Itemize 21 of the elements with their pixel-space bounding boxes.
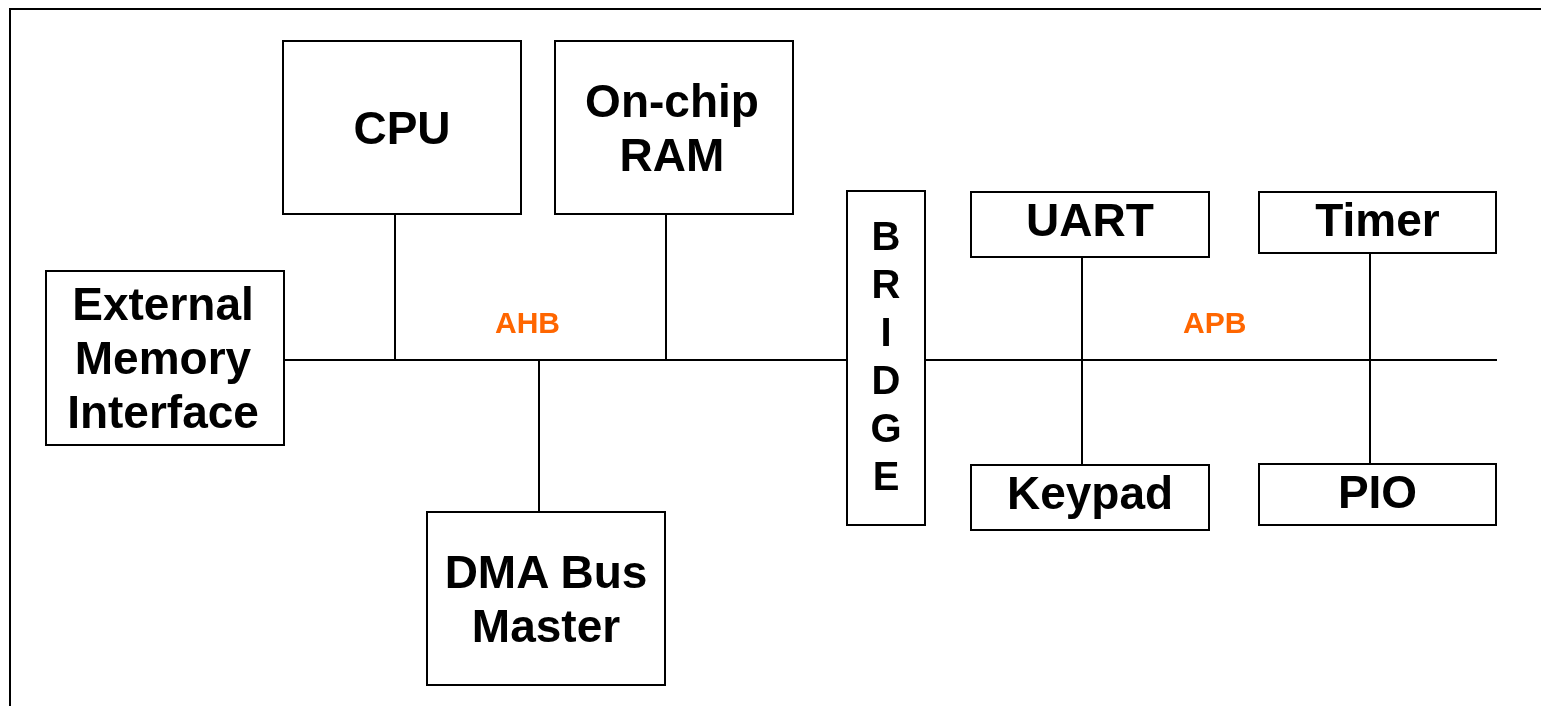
component-box [282,40,522,215]
bus-line [925,359,1498,361]
component-label: External Memory Interface [66,277,260,439]
component-box [426,511,666,686]
component-label: Timer [1315,193,1440,247]
component-box [970,191,1210,258]
component-box [554,40,794,215]
component-label: BRIDGE [863,214,909,502]
component-label: PIO [1337,465,1418,519]
component-box [45,270,285,446]
component-label: On-chip RAM [584,73,760,182]
component-box [970,464,1210,531]
component-box [1258,191,1497,254]
component-label: UART [1026,193,1154,247]
component-box [1258,463,1497,526]
bridge-box [846,190,926,526]
connector-line [1081,257,1083,465]
connector-line [1369,253,1371,464]
component-label: Keypad [1006,466,1174,520]
component-label: CPU [353,100,451,155]
component-label: DMA Bus Master [443,544,649,653]
